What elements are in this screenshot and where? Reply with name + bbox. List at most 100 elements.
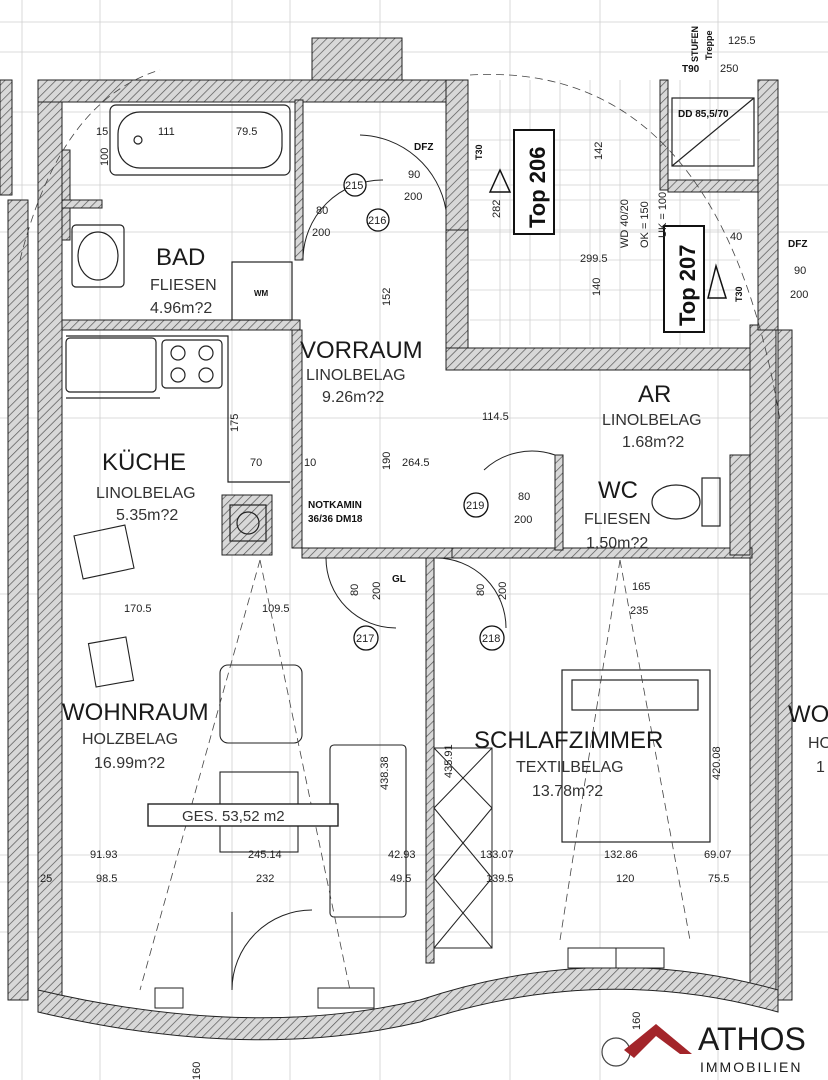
dim-100: 100	[99, 148, 111, 166]
wd-label: WD 40/20	[619, 199, 631, 248]
washbasin	[71, 224, 125, 288]
door-tag-217: 217	[353, 625, 379, 651]
dim-495: 49.5	[390, 873, 411, 885]
dim-200e: 200	[371, 582, 383, 600]
dim-235: 235	[630, 605, 648, 617]
room-floor-vorraum: LINOLBELAG	[306, 367, 406, 384]
door-tag-219: 219	[463, 492, 489, 518]
uk-label: UK = 100	[657, 192, 669, 238]
notkamin-label: NOTKAMIN	[308, 500, 362, 511]
room-floor-bad: FLIESEN	[150, 277, 217, 294]
room-area-neighbor: 1	[816, 759, 825, 776]
dim-9193: 91.93	[90, 849, 118, 861]
kitchen-counter	[65, 335, 290, 542]
dim-15: 15	[96, 126, 108, 138]
dim-4293: 42.93	[388, 849, 416, 861]
dim-985: 98.5	[96, 873, 117, 885]
dfz-label-1: DFZ	[414, 142, 433, 153]
room-name-bad: BAD	[156, 244, 205, 271]
treppe-label: Treppe	[704, 30, 714, 60]
dim-90b: 90	[794, 265, 806, 277]
dim-42008: 420.08	[711, 746, 723, 780]
dim-1395: 139.5	[486, 873, 514, 885]
walls	[0, 37, 793, 1003]
dim-1705: 170.5	[124, 603, 152, 615]
wardrobe	[433, 747, 493, 949]
room-floor-neighbor: HO	[808, 735, 828, 752]
dim-250: 250	[720, 63, 738, 75]
room-name-vorraum: VORRAUM	[300, 337, 423, 364]
dim-755: 75.5	[708, 873, 729, 885]
doors	[231, 134, 556, 991]
dim-43838: 438.38	[379, 756, 391, 790]
wm-label: WM	[254, 289, 269, 298]
room-floor-wc: FLIESEN	[584, 511, 651, 528]
dim-25: 25	[40, 873, 52, 885]
dim-165: 165	[632, 581, 650, 593]
dim-200d: 200	[514, 514, 532, 526]
door-tag-219-text: 219	[466, 500, 484, 512]
t30-label-b: T30	[734, 286, 744, 302]
dim-142: 142	[593, 142, 605, 160]
bed	[561, 669, 711, 843]
room-name-neighbor: WOH	[788, 701, 828, 728]
room-floor-kueche: LINOLBELAG	[96, 485, 196, 502]
athos-logo: ATHOS IMMOBILIEN	[601, 1021, 806, 1075]
room-name-wc: WC	[598, 477, 638, 504]
top-207-text: Top 207	[675, 244, 700, 326]
dim-152: 152	[381, 288, 393, 306]
dim-80a: 80	[316, 205, 328, 217]
dim-13286: 132.86	[604, 849, 638, 861]
gl-label: GL	[392, 574, 406, 585]
door-tag-218-text: 218	[482, 633, 500, 645]
bathtub	[109, 104, 291, 176]
room-floor-ar: LINOLBELAG	[602, 412, 702, 429]
logo-tagline: IMMOBILIEN	[700, 1059, 802, 1075]
ok-label: OK = 150	[639, 201, 651, 248]
dim-13307: 133.07	[480, 849, 514, 861]
dim-80c: 80	[349, 584, 361, 596]
room-name-kueche: KÜCHE	[102, 449, 186, 476]
door-tag-215: 215	[343, 173, 367, 197]
dd-label: DD 85,5/70	[678, 109, 729, 120]
room-area-wohnraum: 16.99m?2	[94, 755, 165, 772]
curved-facade	[37, 966, 779, 1041]
dim-70: 70	[250, 457, 262, 469]
dim-43591: 435.91	[443, 744, 455, 778]
dim-200b: 200	[312, 227, 330, 239]
door-tag-217-text: 217	[356, 633, 374, 645]
logo-name: ATHOS	[698, 1021, 806, 1057]
dim-190: 190	[381, 452, 393, 470]
dim-200f: 200	[497, 582, 509, 600]
door-tag-218: 218	[479, 625, 505, 651]
dim-1255: 125.5	[728, 35, 756, 47]
dim-90a: 90	[408, 169, 420, 181]
dfz-label-2: DFZ	[788, 239, 807, 250]
dim-160a: 160	[191, 1062, 203, 1080]
room-area-bad: 4.96m?2	[150, 300, 212, 317]
top-206-text: Top 206	[525, 146, 550, 228]
stufen-label: STUFEN	[690, 26, 700, 62]
room-floor-schlafzimmer: TEXTILBELAG	[516, 759, 624, 776]
dim-10: 10	[304, 457, 316, 469]
dimension-labels: 90 200 80 200 90 200 80 200 80 200 80 20…	[40, 35, 808, 1080]
dim-2995: 299.5	[580, 253, 608, 265]
washing-machine	[231, 261, 293, 321]
dim-120: 120	[616, 873, 634, 885]
room-area-wc: 1.50m?2	[586, 535, 648, 552]
room-name-wohnraum: WOHNRAUM	[62, 699, 209, 726]
athos-roof-mark	[624, 1024, 692, 1058]
door-tag-215-text: 215	[345, 180, 363, 192]
dim-1095: 109.5	[262, 603, 290, 615]
dim-140: 140	[591, 278, 603, 296]
dim-40: 40	[730, 231, 742, 243]
door-tag-216-text: 216	[368, 215, 386, 227]
windows	[154, 947, 665, 1009]
room-area-schlafzimmer: 13.78m?2	[532, 783, 603, 800]
room-area-vorraum: 9.26m?2	[322, 389, 384, 406]
dim-232: 232	[256, 873, 274, 885]
room-area-kueche: 5.35m?2	[116, 507, 178, 524]
dim-175: 175	[229, 414, 241, 432]
t30-label-a: T30	[474, 144, 484, 160]
top-207-label: Top 207	[663, 225, 728, 333]
